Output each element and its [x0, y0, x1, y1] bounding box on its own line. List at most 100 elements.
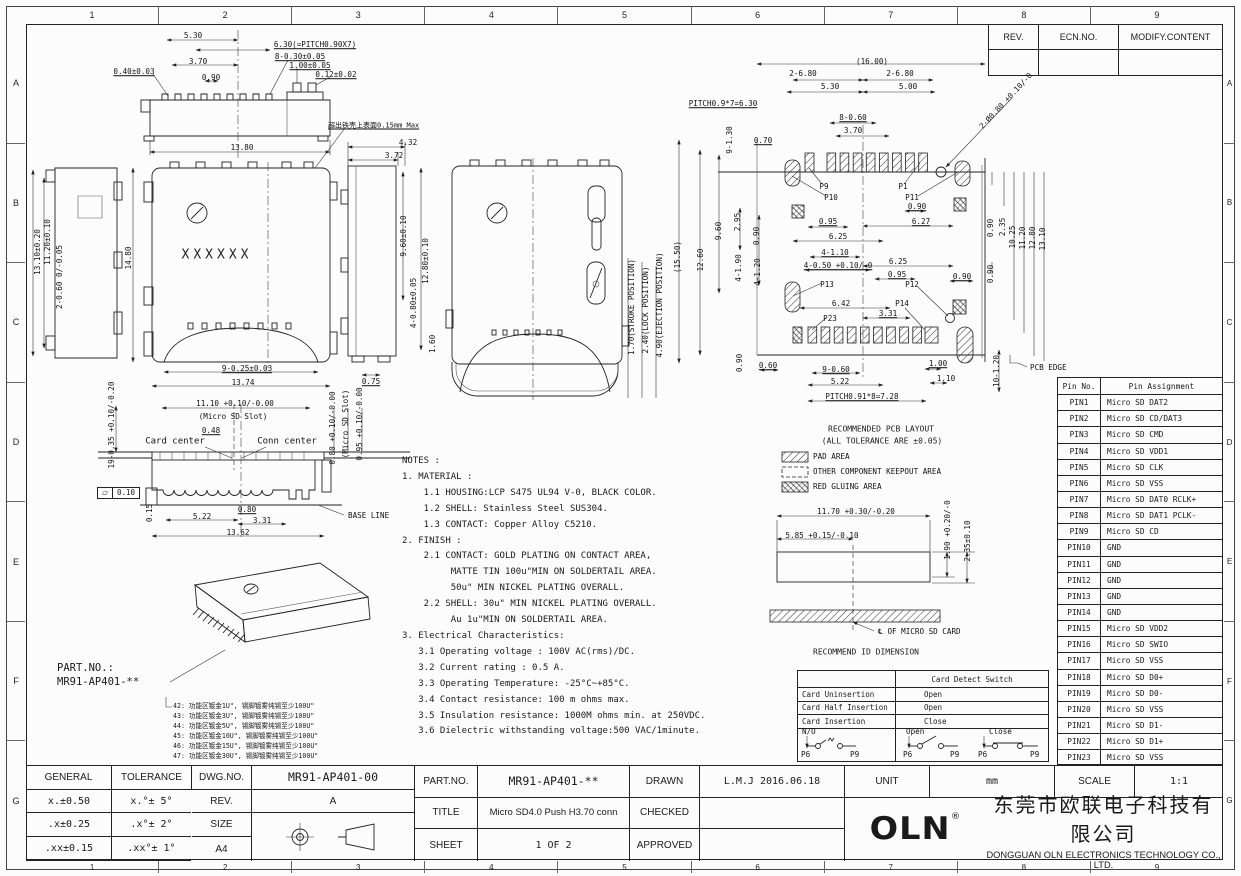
dim-label: 2.35±0.10 [963, 520, 973, 562]
pin-assignment-cell: Micro SD SWIO [1107, 640, 1169, 650]
dim-label: 11.20±0.10 [43, 219, 53, 265]
table-row: PIN13 GND [1058, 587, 1222, 604]
part-no-value: MR91-AP401-** [478, 766, 630, 798]
card-center-label: Card center [145, 436, 205, 447]
dim-label: 11.20 [1018, 226, 1028, 250]
tolerance-value: .x±0.25 [47, 819, 91, 831]
table-row: PIN1 Micro SD DAT2 [1058, 394, 1222, 411]
zone-label: A [12, 78, 19, 89]
dim-label: 2.35 [998, 217, 1008, 237]
dim-label: 13.10±0.20 [33, 229, 43, 275]
dim-label: 9.60±0.10 [399, 215, 409, 257]
dim-label: 2.95 [733, 212, 743, 232]
plating-option: 43: 功能区镀金3U", 锡脚镀雾纯锡至少100U" [173, 712, 315, 720]
pin-assignment-cell: Micro SD DAT2 [1107, 398, 1169, 408]
pin-assignment-cell: Micro SD CMD [1107, 430, 1164, 440]
card-detect-table: Card Detect Switch Card Uninsertion Open… [797, 670, 1049, 762]
dwg-no-label: DWG.NO. [192, 766, 252, 790]
pin-assignment-cell: Micro SD VSS [1107, 753, 1164, 763]
frame-outer [6, 6, 1235, 870]
table-row: PIN2 Micro SD CD/DAT3 [1058, 410, 1222, 427]
table-row: PIN16 Micro SD SWIO [1058, 636, 1222, 653]
pin-no-cell: PIN13 [1058, 588, 1101, 604]
dim-label: 12.80 [1028, 226, 1038, 250]
dim-label: 12.80±0.10 [421, 238, 431, 284]
dim-label: 2-0.60 0/-0.05 [55, 244, 65, 310]
approved-label: APPROVED [630, 829, 700, 861]
note-line: 3.1 Operating voltage : 100V AC(rms)/DC. [402, 646, 635, 657]
zone-label: 2 [158, 6, 291, 24]
pin-no-cell: PIN1 [1058, 395, 1101, 411]
pin-assignment-cell: GND [1107, 608, 1122, 618]
zone-label: D [1224, 381, 1235, 502]
table-row: PIN21 Micro SD D1- [1058, 716, 1222, 734]
dim-label: 4-0.50 +0.10/-0 [803, 261, 873, 271]
table-row: PIN8 Micro SD DAT1 PCLK- [1058, 507, 1222, 524]
zone-label: 4 [424, 861, 557, 873]
table-row: PIN11 GND [1058, 555, 1222, 572]
table-row: PIN22 Micro SD D1+ [1058, 733, 1222, 750]
pin-no-cell: PIN17 [1058, 653, 1101, 669]
tolerance-value: .x°± 2° [130, 819, 173, 831]
dim-label: 13.10 [1038, 227, 1048, 251]
p6-label: P6 [801, 750, 811, 760]
zone-label: 1 [89, 862, 95, 872]
zone-label: 3 [291, 861, 424, 873]
flatness-callout: ▱ 0.10 [97, 487, 140, 499]
pin-assignment-cell: Micro SD DAT0 RCLK+ [1107, 495, 1197, 505]
table-row: PIN10 GND [1058, 539, 1222, 556]
red-gluing-area [792, 326, 803, 344]
zone-label: B [7, 142, 25, 263]
zone-label: G [7, 740, 25, 860]
pin-callout: P1 [898, 182, 908, 192]
company-logo: OLN® [869, 811, 962, 847]
note-line: 1.1 HOUSING:LCP S475 UL94 V-0, BLACK COL… [402, 487, 657, 498]
size-label: SIZE [192, 813, 252, 838]
note-line: 1. MATERIAL : [402, 471, 473, 482]
dim-label: 1.90 +0.20/-0 [943, 500, 953, 560]
cd-row-value: Open [896, 702, 1048, 715]
pin-assignment-cell: Micro SD D0+ [1107, 672, 1164, 682]
switch-no-label: N/O [802, 727, 816, 737]
table-row: PIN12 GND [1058, 571, 1222, 588]
legend-swatches [781, 451, 809, 493]
dim-label: 8-0.60 [839, 113, 867, 123]
pin-no-cell: PIN18 [1058, 669, 1101, 685]
pin-callout: P14 [895, 299, 909, 309]
view-side-drawing [31, 167, 123, 359]
ecn-header: ECN.NO. [1039, 24, 1119, 50]
dim-label: 1.00 [928, 359, 948, 369]
pin-assignment-cell: Micro SD CLK [1107, 462, 1164, 472]
pin-no-cell: PIN23 [1058, 750, 1101, 766]
dim-label: 13.74 [231, 378, 255, 388]
pin-no-cell: PIN20 [1058, 701, 1101, 717]
dim-label: (Micro SD Slot) [198, 412, 268, 422]
pin-assignment-table: Pin No. Pin Assignment PIN1 Micro SD DAT… [1057, 377, 1223, 766]
tolerance-header: TOLERANCE [112, 766, 192, 790]
view-bottom-drawing [98, 404, 410, 540]
note-line: 3.5 Insulation resistance: 1000M ohms mi… [402, 710, 706, 721]
dim-label: 0.90 [907, 202, 927, 212]
notes-block: NOTES :1. MATERIAL : 1.1 HOUSING:LCP S47… [402, 454, 705, 740]
red-gluing-area [953, 197, 967, 212]
pin-no-cell: PIN10 [1058, 540, 1101, 556]
pin-assignment-cell: GND [1107, 559, 1122, 569]
pin-no-cell: PIN16 [1058, 637, 1101, 653]
dim-label: 2-6.80 [886, 69, 914, 79]
zone-label: 3 [291, 6, 424, 24]
cd-row-label: Card Uninsertion [798, 688, 896, 702]
zone-label: 6 [690, 861, 824, 873]
checked-label: CHECKED [630, 797, 700, 830]
zone-label: 9 [1089, 6, 1223, 24]
note-line: 2.1 CONTACT: GOLD PLATING ON CONTACT ARE… [402, 551, 652, 562]
dim-label: 10-1.20 [992, 354, 1002, 388]
company-name-cn: 东莞市欧联电子科技有限公司 [993, 792, 1214, 846]
dim-label: 0.80 +0.10/-0.00 [328, 391, 338, 465]
zone-label: 5 [557, 6, 690, 24]
unit-value: mm [930, 766, 1055, 798]
dim-label: 0.75 [361, 377, 381, 387]
dim-label: 4-1.90 [734, 254, 744, 282]
pin-no-cell: PIN22 [1058, 734, 1101, 750]
